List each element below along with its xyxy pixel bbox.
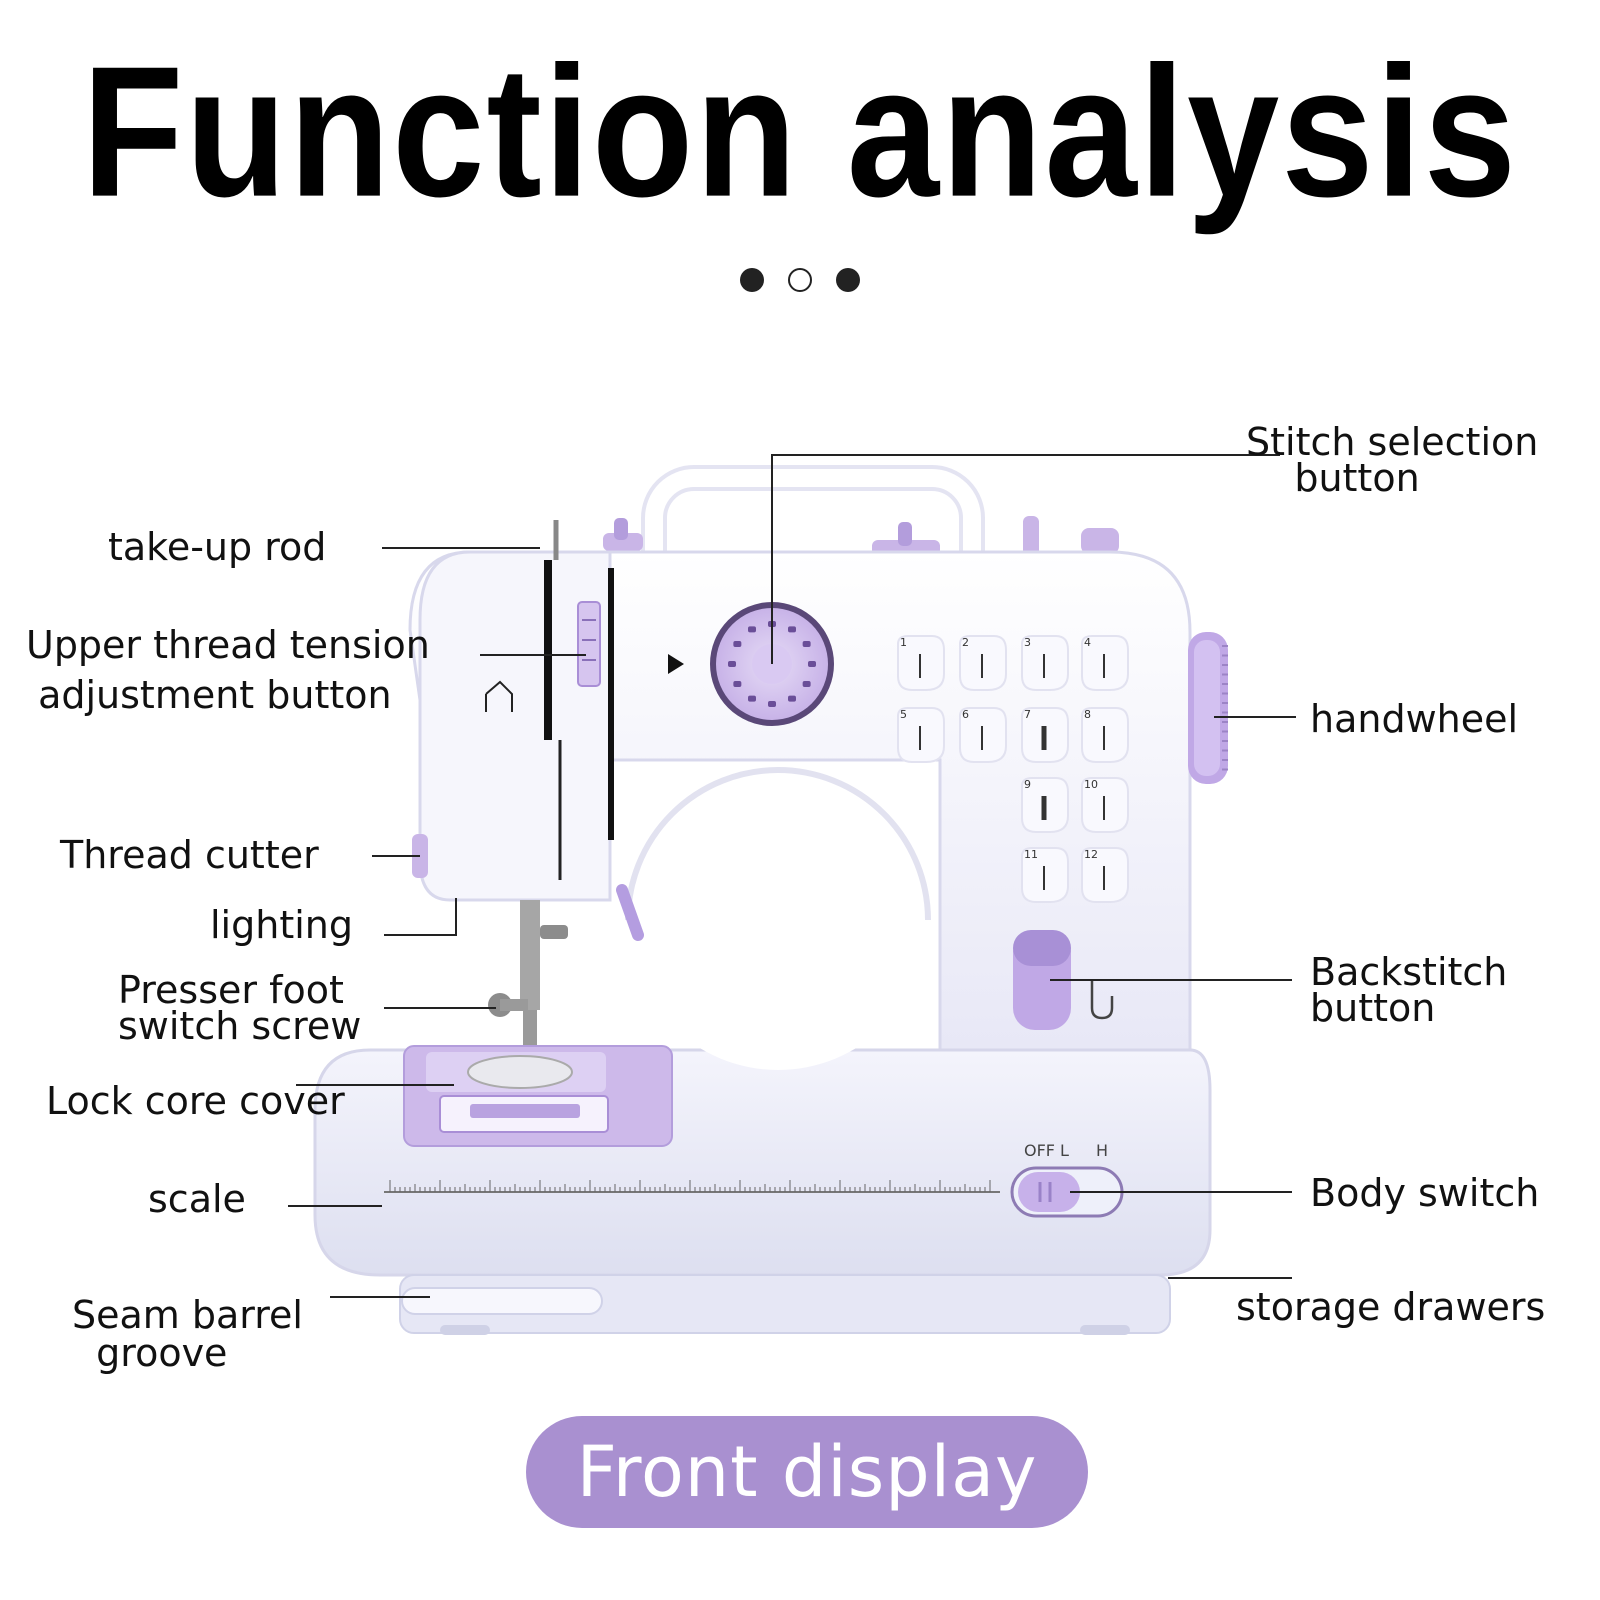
stitch-key: 10	[1081, 777, 1129, 833]
page-title: Function analysis	[81, 28, 1519, 236]
stitch-key: 11	[1021, 847, 1069, 903]
label-storage-drawers: storage drawers	[1236, 1285, 1546, 1329]
bobbin-winder	[1081, 528, 1119, 554]
switch-marks: OFF L H	[1024, 1141, 1108, 1160]
label-lighting: lighting	[210, 903, 353, 947]
leader-lines	[288, 454, 1296, 1298]
backstitch-icon	[1090, 980, 1114, 1020]
thread-guide-lever	[616, 884, 644, 941]
dial-mark	[728, 661, 736, 667]
label-handwheel: handwheel	[1310, 697, 1519, 741]
stitch-key: 8	[1081, 707, 1129, 763]
front-display-badge: Front display	[526, 1416, 1088, 1528]
label-upper-thread-tension: Upper thread tension adjustment button	[26, 623, 430, 717]
dial-mark	[733, 681, 742, 687]
stitch-key-number: 7	[1024, 708, 1031, 721]
dial-mark	[768, 701, 776, 707]
stitch-key: 5	[897, 707, 945, 763]
scale-ruler	[384, 1180, 1000, 1193]
dial-mark	[788, 626, 796, 633]
presser-foot-screw-upper	[540, 925, 568, 939]
label-stitch-selection-button: Stitch selection button	[1246, 420, 1539, 500]
stitch-key-number: 3	[1024, 636, 1031, 649]
pager-dot-2[interactable]	[788, 268, 812, 292]
label-lock-core-cover: Lock core cover	[46, 1079, 345, 1123]
stitch-key: 9	[1021, 777, 1069, 833]
foot	[1080, 1325, 1130, 1335]
stitch-key-number: 9	[1024, 778, 1031, 791]
stitch-key: 2	[959, 635, 1007, 691]
stitch-key: 3	[1021, 635, 1069, 691]
label-thread-cutter: Thread cutter	[60, 833, 319, 877]
stitch-key-number: 6	[962, 708, 969, 721]
spool-pin-left-top	[614, 518, 628, 540]
dial-mark	[788, 695, 796, 702]
stitch-key-number: 1	[900, 636, 907, 649]
pager-dot-1[interactable]	[740, 268, 764, 292]
stitch-key: 7	[1021, 707, 1069, 763]
stitch-key: 4	[1081, 635, 1129, 691]
needle-assembly	[488, 900, 572, 1072]
stitch-key-number: 12	[1084, 848, 1098, 861]
needle-head	[418, 550, 612, 902]
label-seam-barrel-groove: Seam barrel groove	[72, 1293, 303, 1375]
free-arm-opening	[628, 770, 928, 1070]
dial-mark	[748, 626, 756, 633]
dial-mark	[733, 641, 742, 647]
label-take-up-rod: take-up rod	[108, 525, 327, 569]
pager-dot-3[interactable]	[836, 268, 860, 292]
label-scale: scale	[148, 1177, 246, 1221]
stitch-key-number: 4	[1084, 636, 1091, 649]
switch-mark: H	[1096, 1141, 1108, 1160]
spool-pin-center-top	[898, 522, 912, 546]
dial-mark	[748, 695, 756, 702]
dial-mark	[808, 661, 816, 667]
bobbin-winder-pin	[1023, 516, 1039, 558]
label-backstitch-button: Backstitch button	[1310, 950, 1508, 1030]
stitch-key-number: 5	[900, 708, 907, 721]
label-presser-foot-switch-screw: Presser foot switch screw	[118, 968, 362, 1048]
stitch-key: 1	[897, 635, 945, 691]
dial-mark	[802, 641, 811, 647]
stitch-key: 12	[1081, 847, 1129, 903]
switch-mark: OFF	[1024, 1141, 1055, 1160]
foot	[440, 1325, 490, 1335]
stitch-key-number: 11	[1024, 848, 1038, 861]
stitch-key: 6	[959, 707, 1007, 763]
pager-dots	[740, 268, 870, 298]
stitch-key-number: 2	[962, 636, 969, 649]
dial-mark	[802, 681, 811, 687]
front-display-label: Front display	[576, 1431, 1038, 1513]
seam-barrel-groove	[401, 1287, 603, 1315]
spool-pin-left	[603, 533, 643, 551]
switch-mark: L	[1060, 1141, 1069, 1160]
tension-knob[interactable]	[577, 601, 601, 687]
handwheel[interactable]	[1188, 632, 1228, 784]
stitch-key-number: 10	[1084, 778, 1098, 791]
stitch-key-number: 8	[1084, 708, 1091, 721]
backstitch-button[interactable]	[1013, 930, 1114, 1030]
label-body-switch: Body switch	[1310, 1171, 1540, 1215]
dial-pointer-arrow	[668, 654, 684, 674]
